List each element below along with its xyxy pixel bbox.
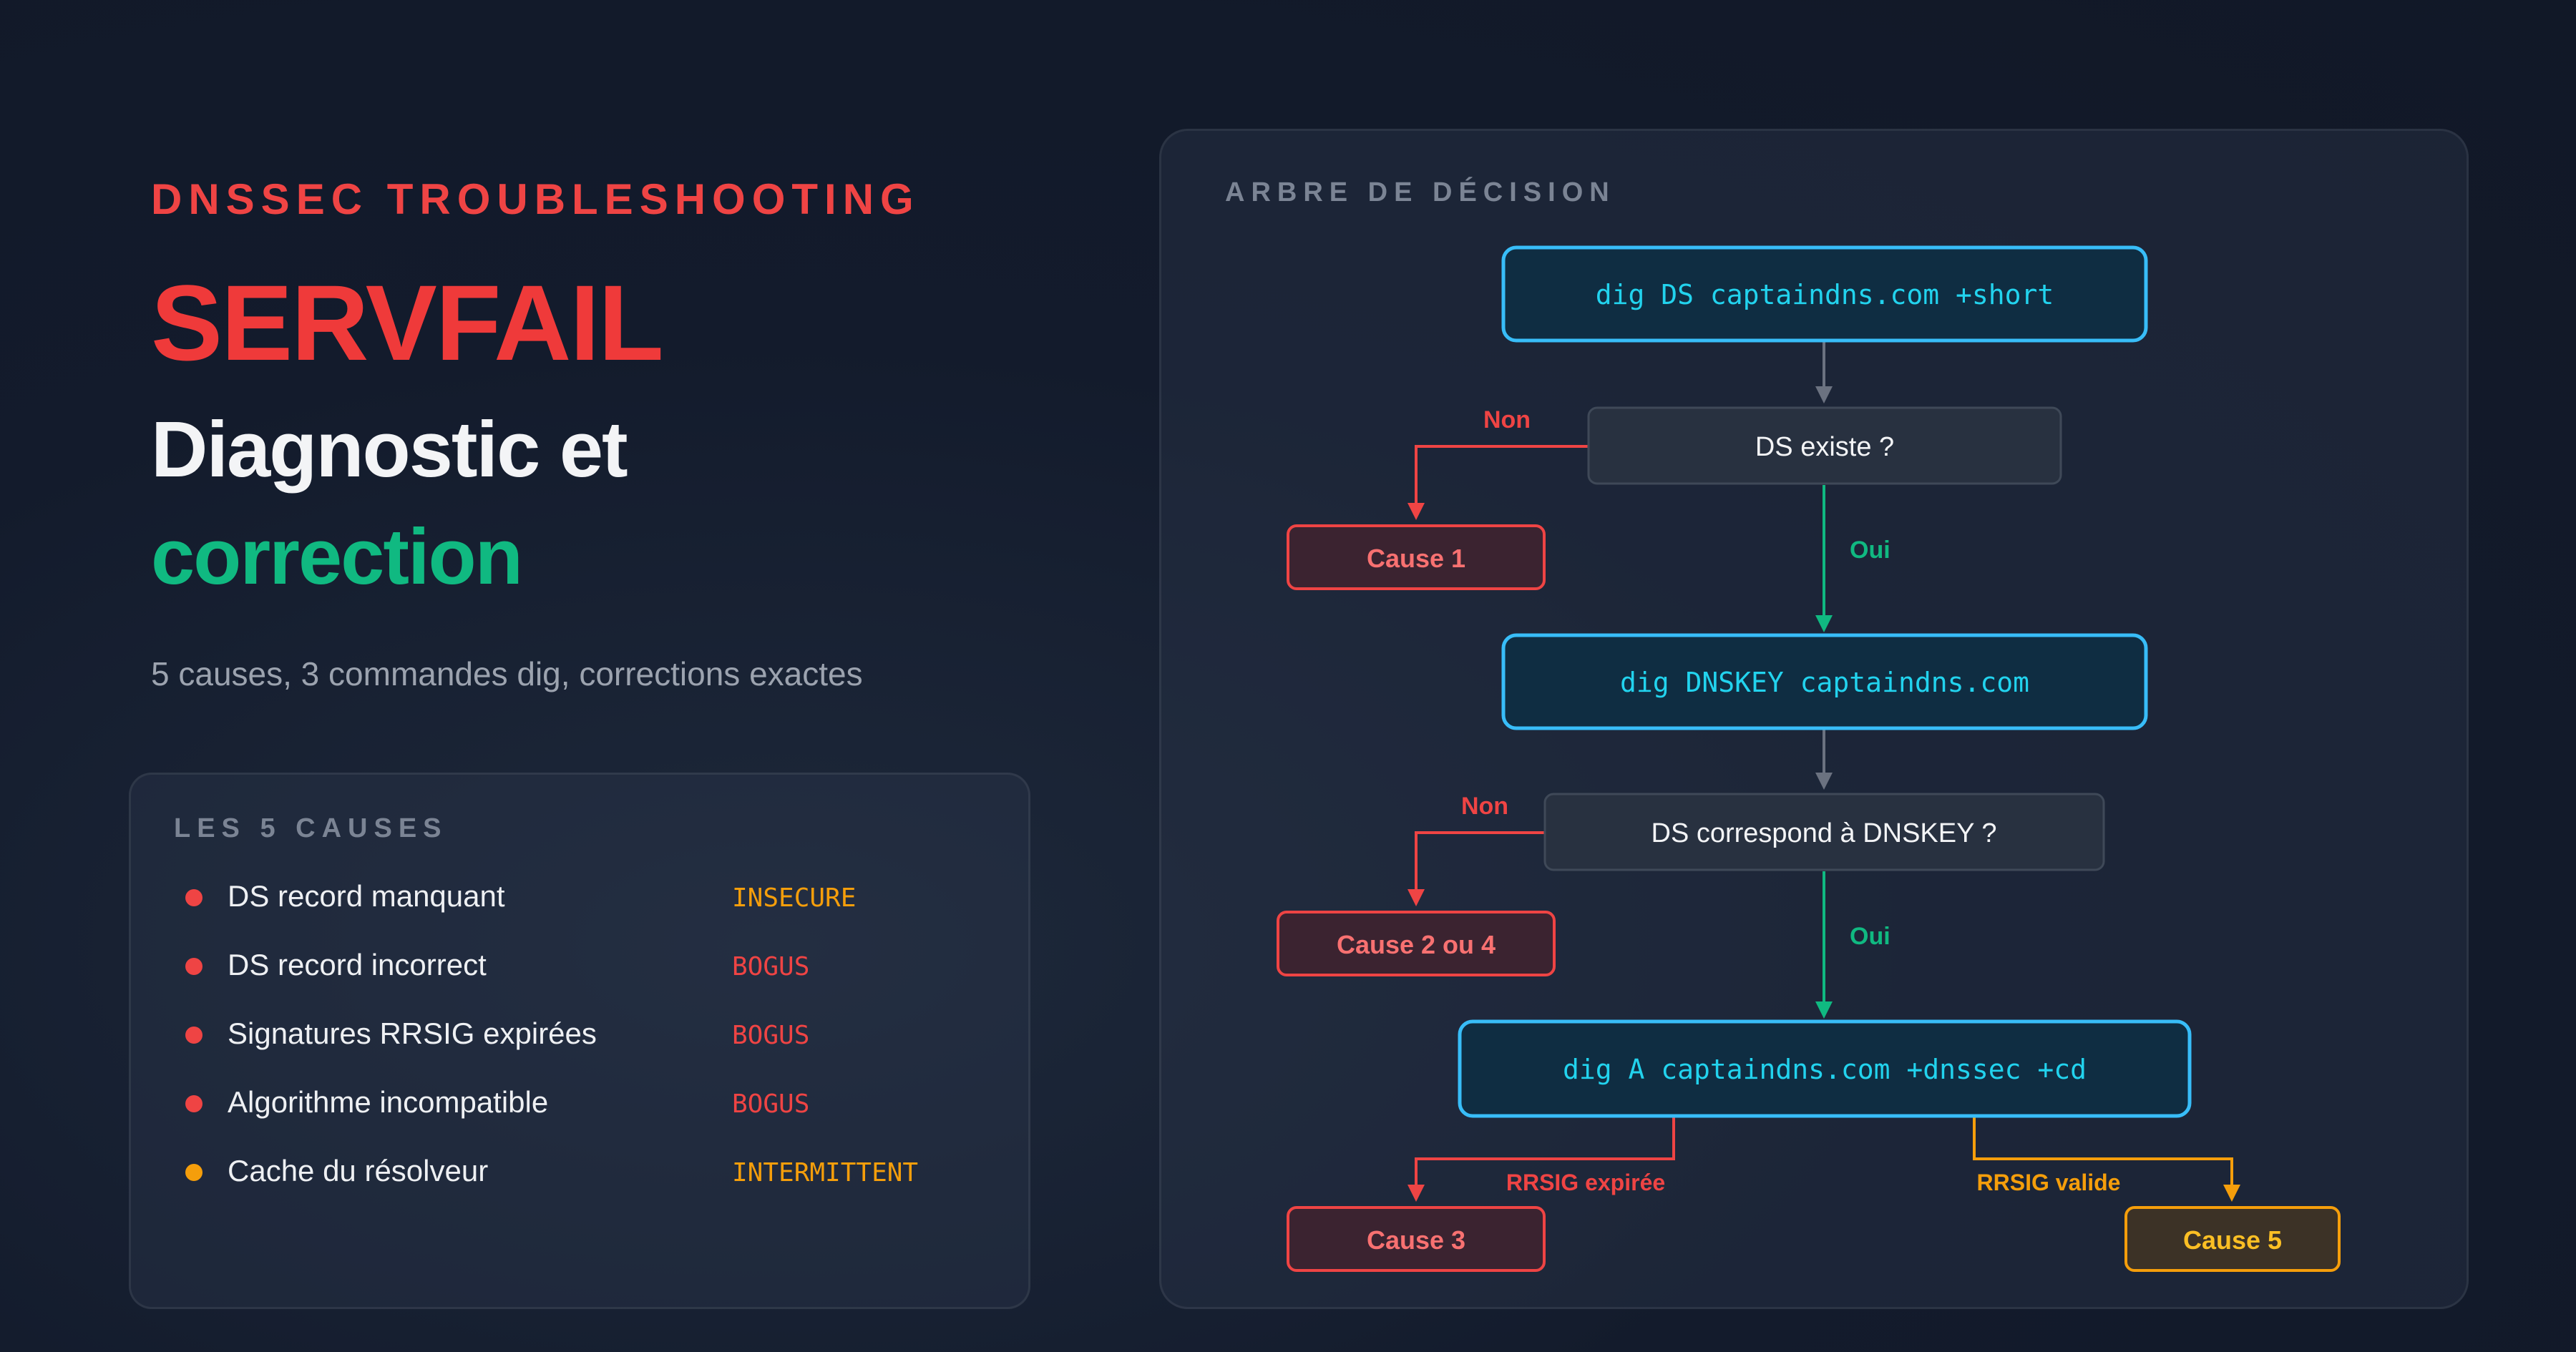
cause-box-3-text: Cause 3 <box>1367 1225 1465 1255</box>
command-text-3: dig A captaindns.com +dnssec +cd <box>1563 1054 2087 1085</box>
connector-cmd3-left <box>1407 1117 1675 1202</box>
cause-box-5 <box>2124 1206 2341 1272</box>
label-q1-no: Non <box>1483 406 1531 433</box>
label-q2-yes: Oui <box>1850 923 1890 950</box>
connector-q2-no <box>1407 831 1545 906</box>
status-dot <box>185 958 203 975</box>
command-text-2: dig DNSKEY captaindns.com <box>1620 667 2029 698</box>
cause-status: INSECURE <box>732 883 857 913</box>
connector-q1-no <box>1407 445 1589 520</box>
cause-status: BOGUS <box>732 1021 810 1050</box>
command-box-2 <box>1501 633 2148 730</box>
cause-status: BOGUS <box>732 1089 810 1119</box>
cause-box-24-text: Cause 2 ou 4 <box>1337 930 1496 959</box>
cause-box-1 <box>1287 524 1546 590</box>
command-box-3 <box>1458 1019 2192 1118</box>
connector-cmd3-right <box>1973 1117 2240 1202</box>
decision-text-1: DS existe ? <box>1755 432 1894 462</box>
page-subtitle-line1: Diagnostic et <box>151 406 628 494</box>
cause-item: Algorithme incompatible BOGUS <box>131 1082 1028 1125</box>
status-dot <box>185 1027 203 1044</box>
cause-box-3 <box>1287 1206 1546 1272</box>
cause-text: Algorithme incompatible <box>228 1085 549 1119</box>
decision-box-1 <box>1587 406 2062 485</box>
cause-item: Cache du résolveur INTERMITTENT <box>131 1151 1028 1194</box>
command-box-1 <box>1501 245 2148 343</box>
cause-box-24 <box>1277 911 1556 976</box>
page-title: SERVFAIL <box>151 263 664 383</box>
cause-item: DS record incorrect BOGUS <box>131 945 1028 988</box>
decision-tree-label: ARBRE DE DÉCISION <box>1225 177 1616 207</box>
cause-box-1-text: Cause 1 <box>1367 544 1465 573</box>
page-description: 5 causes, 3 commandes dig, corrections e… <box>151 655 863 692</box>
cause-status: INTERMITTENT <box>732 1158 919 1187</box>
cause-item: DS record manquant INSECURE <box>131 876 1028 919</box>
cause-text: Signatures RRSIG expirées <box>228 1017 597 1050</box>
status-dot <box>185 889 203 906</box>
eyebrow: DNSSEC TROUBLESHOOTING <box>151 175 920 223</box>
decision-box-2 <box>1543 793 2105 871</box>
cause-box-5-text: Cause 5 <box>2183 1225 2282 1255</box>
label-rrsig-expired: RRSIG expirée <box>1506 1170 1665 1195</box>
cause-text: DS record incorrect <box>228 948 487 981</box>
label-rrsig-valid: RRSIG valide <box>1977 1170 2121 1195</box>
cause-text: DS record manquant <box>228 879 505 913</box>
causes-card: LES 5 CAUSES DS record manquant INSECURE… <box>129 773 1030 1309</box>
cause-text: Cache du résolveur <box>228 1154 489 1187</box>
label-q1-yes: Oui <box>1850 537 1890 564</box>
command-text-1: dig DS captaindns.com +short <box>1596 279 2054 310</box>
label-q2-no: Non <box>1461 793 1508 820</box>
cause-status: BOGUS <box>732 952 810 981</box>
cause-item: Signatures RRSIG expirées BOGUS <box>131 1014 1028 1057</box>
decision-text-2: DS correspond à DNSKEY ? <box>1652 818 1997 848</box>
page-subtitle-line2: correction <box>151 513 523 601</box>
status-dot <box>185 1164 203 1181</box>
status-dot <box>185 1095 203 1112</box>
causes-card-label: LES 5 CAUSES <box>174 813 448 843</box>
